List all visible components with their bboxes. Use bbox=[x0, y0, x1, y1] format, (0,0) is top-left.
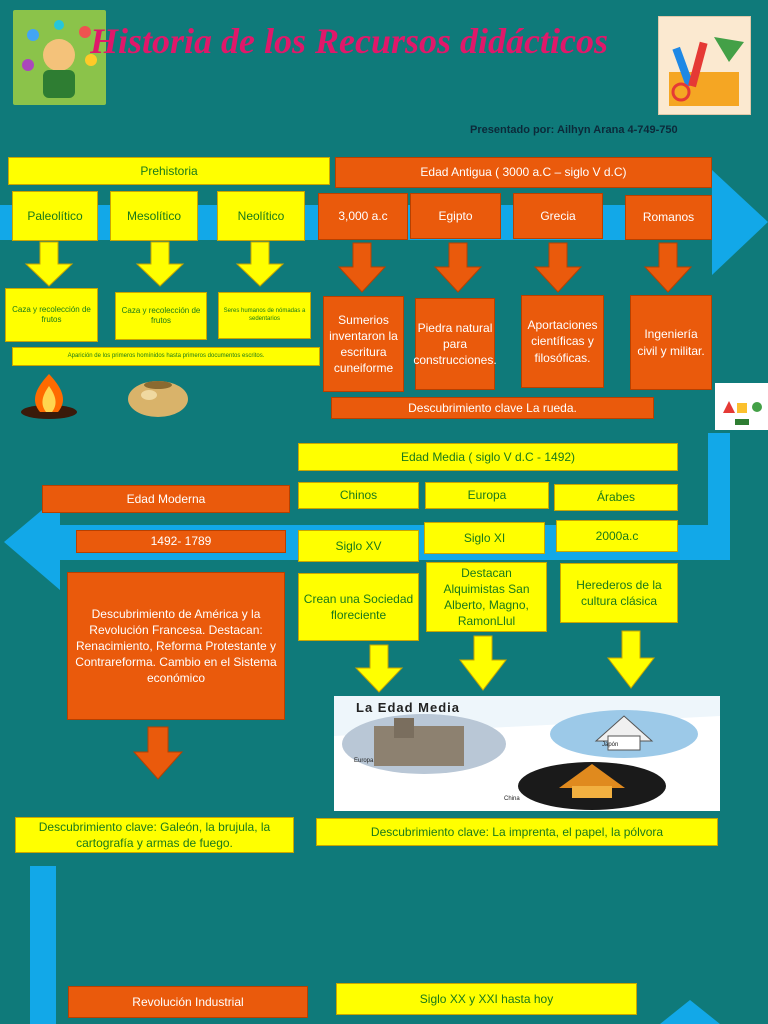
detail-mesolitico: Caza y recolección de frutos bbox=[115, 292, 207, 340]
media-group-chinos: Chinos bbox=[298, 482, 419, 509]
antigua-header: Edad Antigua ( 3000 a.C – siglo V d.C) bbox=[335, 157, 712, 188]
edad-media-image: La Edad Media Europa Japón China bbox=[334, 696, 720, 811]
prehistoria-note: Aparición de los primeros homínidos hast… bbox=[12, 347, 320, 366]
antigua-item-egipto: Egipto bbox=[410, 193, 501, 239]
antigua-detail-romanos: Ingeniería civil y militar. bbox=[630, 295, 712, 390]
fire-image bbox=[18, 370, 80, 420]
school-supplies-clipart bbox=[658, 16, 751, 115]
antigua-item-grecia: Grecia bbox=[513, 193, 603, 239]
media-detail-europa: Destacan Alquimistas San Alberto, Magno,… bbox=[426, 562, 547, 632]
media-date-chinos: Siglo XV bbox=[298, 530, 419, 562]
presenter-line: Presentado por: Ailhyn Arana 4-749-750 bbox=[470, 124, 678, 136]
media-group-europa: Europa bbox=[425, 482, 549, 509]
caption-europa: Europa bbox=[354, 758, 374, 764]
antigua-item-romanos: Romanos bbox=[625, 195, 712, 240]
media-header: Edad Media ( siglo V d.C - 1492) bbox=[298, 443, 678, 471]
period-mesolitico: Mesolítico bbox=[110, 191, 198, 241]
antigua-detail-grecia: Aportaciones científicas y filosóficas. bbox=[521, 295, 604, 388]
period-neolitico: Neolítico bbox=[217, 191, 305, 241]
period-paleolitico: Paleolítico bbox=[12, 191, 98, 241]
moderna-date: 1492- 1789 bbox=[76, 530, 286, 553]
media-date-arabes: 2000a.c bbox=[556, 520, 678, 552]
page-title: Historia de los Recursos didácticos bbox=[90, 21, 609, 61]
prehistoria-header: Prehistoria bbox=[8, 157, 330, 185]
antigua-item-sumer: 3,000 a.c bbox=[318, 193, 408, 240]
media-detail-chinos: Crean una Sociedad floreciente bbox=[298, 573, 419, 641]
antigua-key-discovery: Descubrimiento clave La rueda. bbox=[331, 397, 654, 419]
pottery-image bbox=[125, 375, 191, 419]
antigua-detail-egipto: Piedra natural para construcciones. bbox=[413, 298, 497, 390]
logos-badge bbox=[715, 383, 768, 430]
caption-japon: Japón bbox=[602, 742, 619, 748]
media-detail-arabes: Herederos de la cultura clásica bbox=[560, 563, 678, 623]
moderna-header: Edad Moderna bbox=[42, 485, 290, 513]
antigua-detail-sumer: Sumerios inventaron la escritura cuneifo… bbox=[323, 296, 404, 392]
media-group-arabes: Árabes bbox=[554, 484, 678, 511]
moderna-detail: Descubrimiento de América y la Revolució… bbox=[67, 572, 285, 720]
moderna-key-discovery: Descubrimiento clave: Galeón, la brujula… bbox=[15, 817, 294, 853]
detail-neolitico: Seres humanos de nómadas a sedentarios bbox=[218, 292, 311, 339]
teacher-clipart bbox=[13, 10, 106, 105]
revolucion-industrial: Revolución Industrial bbox=[68, 986, 308, 1018]
media-date-europa: Siglo XI bbox=[424, 522, 545, 554]
detail-paleolitico: Caza y recolección de frutos bbox=[5, 288, 98, 342]
media-key-discovery: Descubrimiento clave: La imprenta, el pa… bbox=[316, 818, 718, 846]
siglo-xx-xxi: Siglo XX y XXI hasta hoy bbox=[336, 983, 637, 1015]
caption-china: China bbox=[504, 796, 520, 802]
edad-media-image-heading: La Edad Media bbox=[356, 700, 461, 715]
